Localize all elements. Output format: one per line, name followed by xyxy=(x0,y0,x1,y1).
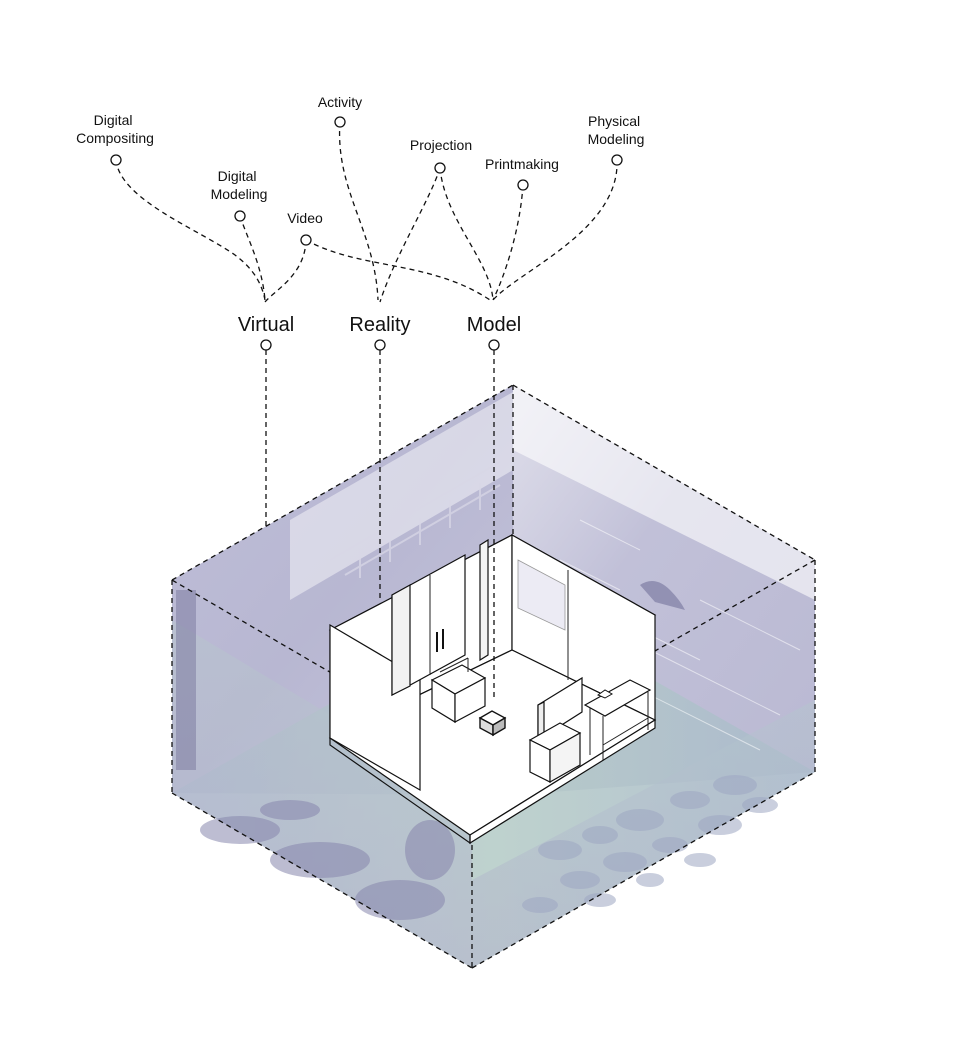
boat-silhouette xyxy=(640,581,685,610)
front-right-image xyxy=(472,700,815,968)
room-model xyxy=(328,533,657,845)
node-digital-compositing xyxy=(110,154,122,166)
column xyxy=(479,538,489,662)
node-virtual xyxy=(260,339,272,351)
input-labels: Digital Compositing Digital Modeling Vid… xyxy=(76,94,644,226)
back-left-wall-fade xyxy=(290,392,513,600)
node-video xyxy=(300,234,312,246)
connections xyxy=(115,121,618,698)
railing-texture xyxy=(329,461,501,578)
category-labels: Virtual Reality Model xyxy=(238,314,521,336)
armchair xyxy=(430,657,487,724)
model-cube xyxy=(478,710,507,737)
node-digital-modeling xyxy=(234,210,246,222)
node-printmaking xyxy=(517,179,529,191)
vegetation-texture xyxy=(200,800,455,920)
label-virtual: Virtual xyxy=(238,314,294,336)
label-reality: Reality xyxy=(349,314,410,336)
label-physical-modeling: Physical Modeling xyxy=(588,113,645,147)
nodes xyxy=(110,116,623,351)
cabinet xyxy=(528,722,582,784)
left-edge-shadow xyxy=(176,590,196,770)
back-right-wall-fade xyxy=(513,385,815,600)
label-digital-modeling: Digital Modeling xyxy=(211,168,268,202)
screen xyxy=(537,676,583,742)
label-video: Video xyxy=(287,210,323,226)
label-projection: Projection xyxy=(410,137,472,153)
node-projection xyxy=(434,162,446,174)
desk xyxy=(583,679,652,760)
node-activity xyxy=(334,116,346,128)
label-activity: Activity xyxy=(318,94,362,110)
node-model xyxy=(488,339,500,351)
node-reality xyxy=(374,339,386,351)
label-printmaking: Printmaking xyxy=(485,156,559,172)
label-digital-compositing: Digital Compositing xyxy=(76,112,154,146)
node-physical-modeling xyxy=(611,154,623,166)
window-panel xyxy=(517,559,566,631)
label-model: Model xyxy=(467,314,521,336)
wardrobe xyxy=(391,553,466,697)
